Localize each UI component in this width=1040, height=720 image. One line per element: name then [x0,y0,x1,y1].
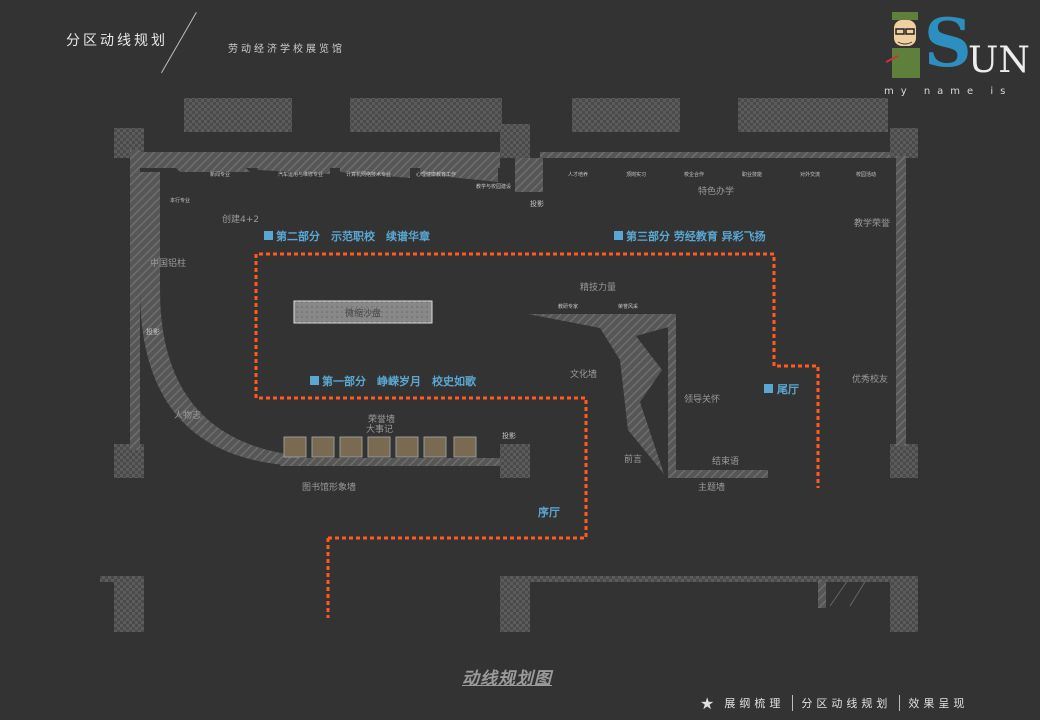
visitor-route [254,252,820,618]
section-part2: 第二部分 示范职校 续谱华章 [276,229,430,243]
section-marker [614,231,623,240]
section-part3: 第三部分 劳经教育 异彩飞扬 [626,229,766,243]
area-label: 投影 [502,431,516,440]
wall-label: 校企合作 [684,171,704,178]
nav-item-route-plan[interactable]: 分区动线规划 [801,697,892,710]
wall-label: 职业技能 [742,171,762,178]
logo-initial: S [924,4,972,82]
diagram-title: 动线规划图 [462,669,552,689]
page-subtitle: 劳动经济学校展览馆 [228,44,345,55]
nav-divider [899,695,901,711]
model-table [293,300,433,324]
area-label: 教学荣誉 [854,217,890,229]
area-label: 投影 [530,199,544,208]
wall-label: 人才培养 [568,171,588,178]
section-marker [764,384,773,393]
wall-label: 新闻专业 [210,171,230,178]
area-label: 主题墙 [698,481,725,493]
area-label: 特色办学 [698,185,734,197]
exhibition-walls [130,150,906,608]
wall-label: 本行专业 [170,197,190,204]
logo-tagline: my name is [884,86,1013,97]
area-label: 创建4+2 [222,213,259,225]
area-label: 领导关怀 [684,393,720,405]
wall-label: 计算机网络技术专业 [346,171,391,178]
nav-item-effects[interactable]: 效果呈现 [908,697,969,710]
wall-label: 荣誉风采 [618,303,638,310]
area-label: 结束语 [712,455,739,467]
section-marker [310,376,319,385]
wall-label: 校园活动 [856,171,876,178]
area-label: 优秀校友 [852,373,888,385]
wall-label: 对外交流 [800,171,820,178]
area-label: 大事记 [366,423,393,435]
section-marker [264,231,273,240]
star-icon: ★ [700,693,719,713]
nav-item-outline[interactable]: 展纲梳理 [724,697,785,710]
wall-label: 心理健康教育工作 [416,171,456,178]
wall-label: 教研专家 [558,303,578,310]
logo-rest: UN [968,40,1030,81]
section-lobby: 序厅 [538,505,560,519]
area-label: 投影 [146,327,160,336]
area-label: 中国铝柱 [150,257,186,269]
area-label: 图书馆形象墙 [302,481,356,493]
bottom-nav: ★ 展纲梳理 分区动线规划 效果呈现 [700,692,968,714]
area-label: 前言 [624,453,642,465]
nav-divider [792,695,794,711]
area-label: 文化墙 [570,368,597,380]
wall-label: 汽车运用与维修专业 [278,171,323,178]
area-label: 荣誉墙 [368,413,395,425]
area-label: 精技力量 [580,281,616,293]
door-icon [829,579,867,607]
wall-label: 顶岗实习 [626,171,646,178]
wall-label: 教学与校园建设 [476,183,511,190]
section-part1: 第一部分 峥嵘岁月 校史如歌 [322,374,477,388]
structural-walls [100,98,918,632]
area-label: 人物志 [174,409,201,421]
page-title: 分区动线规划 [66,33,168,49]
display-cases [283,436,477,458]
center-label: 微缩沙盘 [345,307,381,319]
avatar-icon [885,12,920,78]
section-tail: 尾厅 [776,383,799,396]
